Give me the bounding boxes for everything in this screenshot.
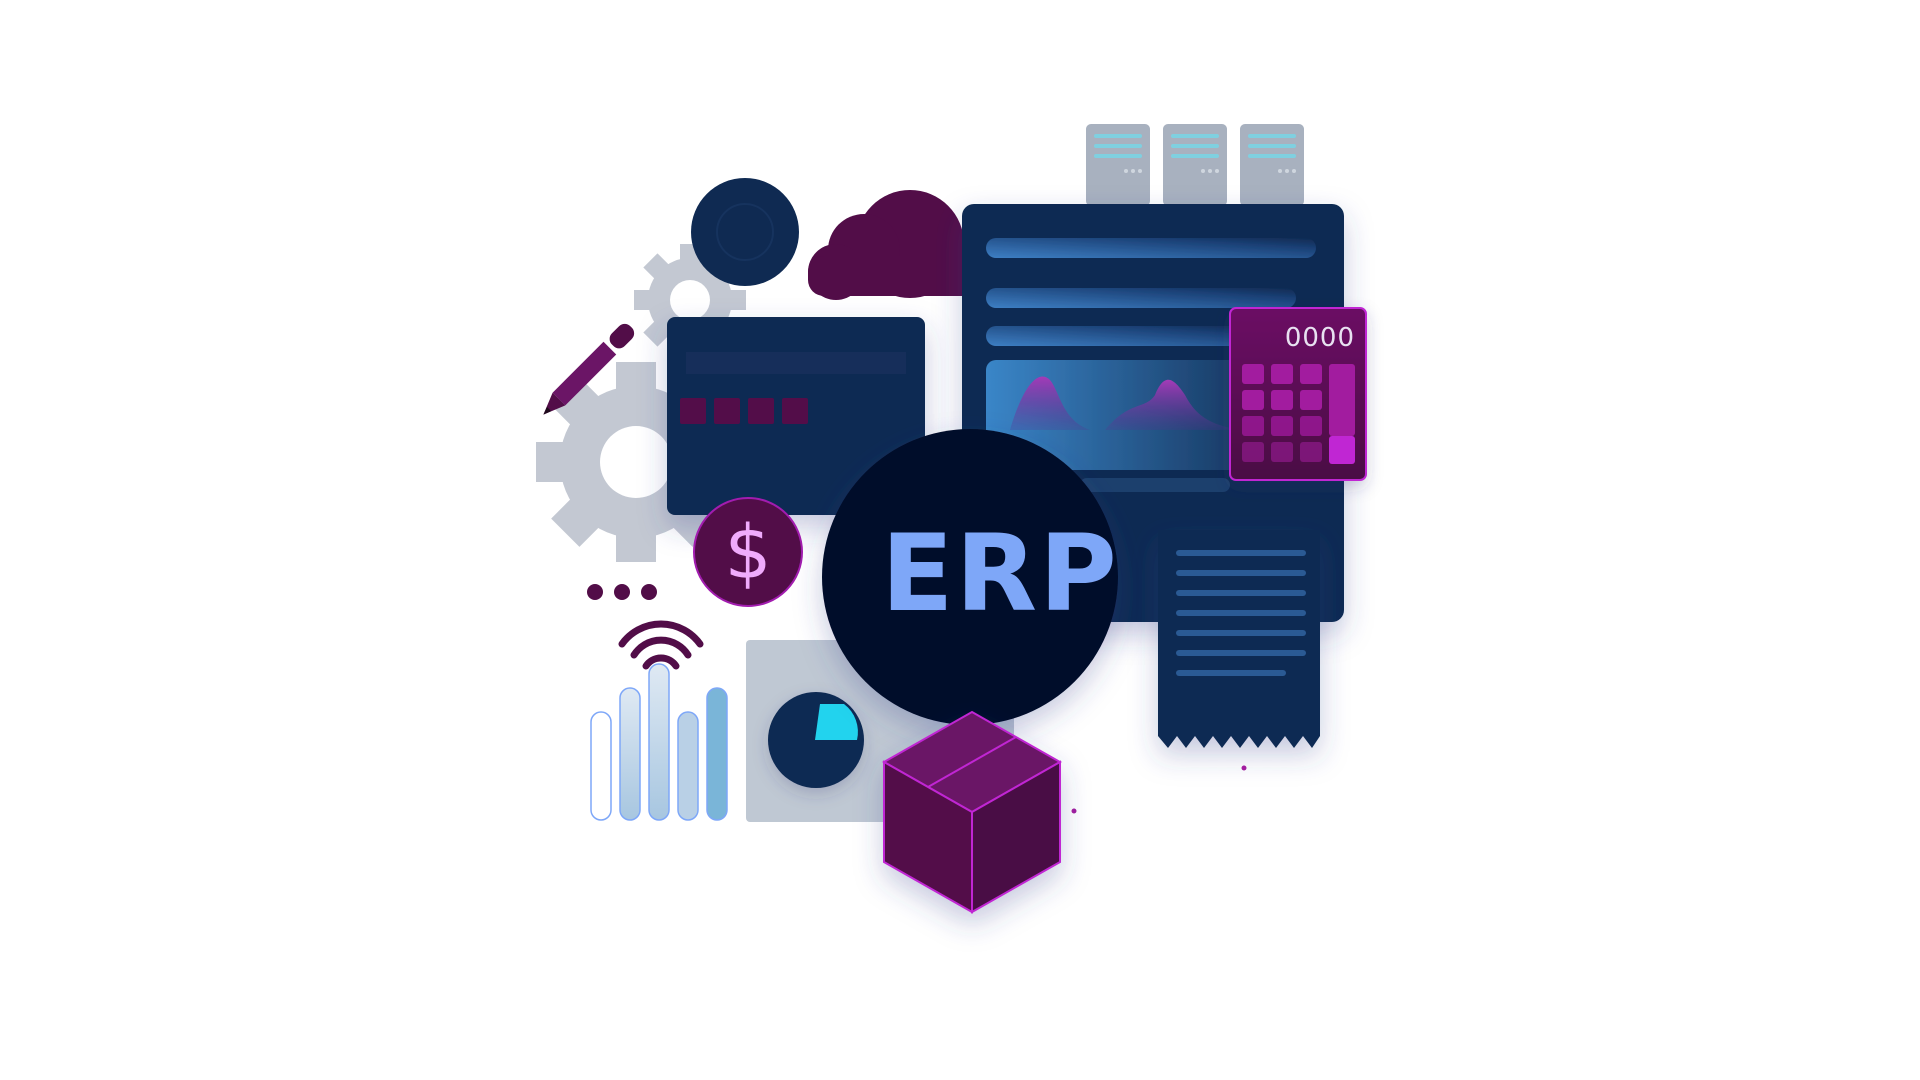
erp-hero-badge: ERP	[822, 429, 1119, 725]
more-dots-icon	[587, 584, 657, 600]
globe-icon	[691, 178, 799, 286]
receipt-icon	[1158, 530, 1320, 748]
cloud-icon	[808, 190, 978, 300]
calculator-display: 0000	[1285, 323, 1355, 353]
pen-icon	[543, 323, 635, 415]
dollar-coin-icon: $	[693, 497, 803, 607]
erp-label: ERP	[881, 512, 1119, 635]
bar-chart-icon	[590, 663, 728, 821]
wifi-icon	[618, 620, 704, 670]
calculator-icon: 0000	[1229, 307, 1367, 481]
currency-symbol: $	[724, 510, 771, 596]
package-box-icon	[881, 710, 1063, 914]
credit-card-icon	[667, 317, 925, 515]
server-icon	[1086, 124, 1304, 206]
